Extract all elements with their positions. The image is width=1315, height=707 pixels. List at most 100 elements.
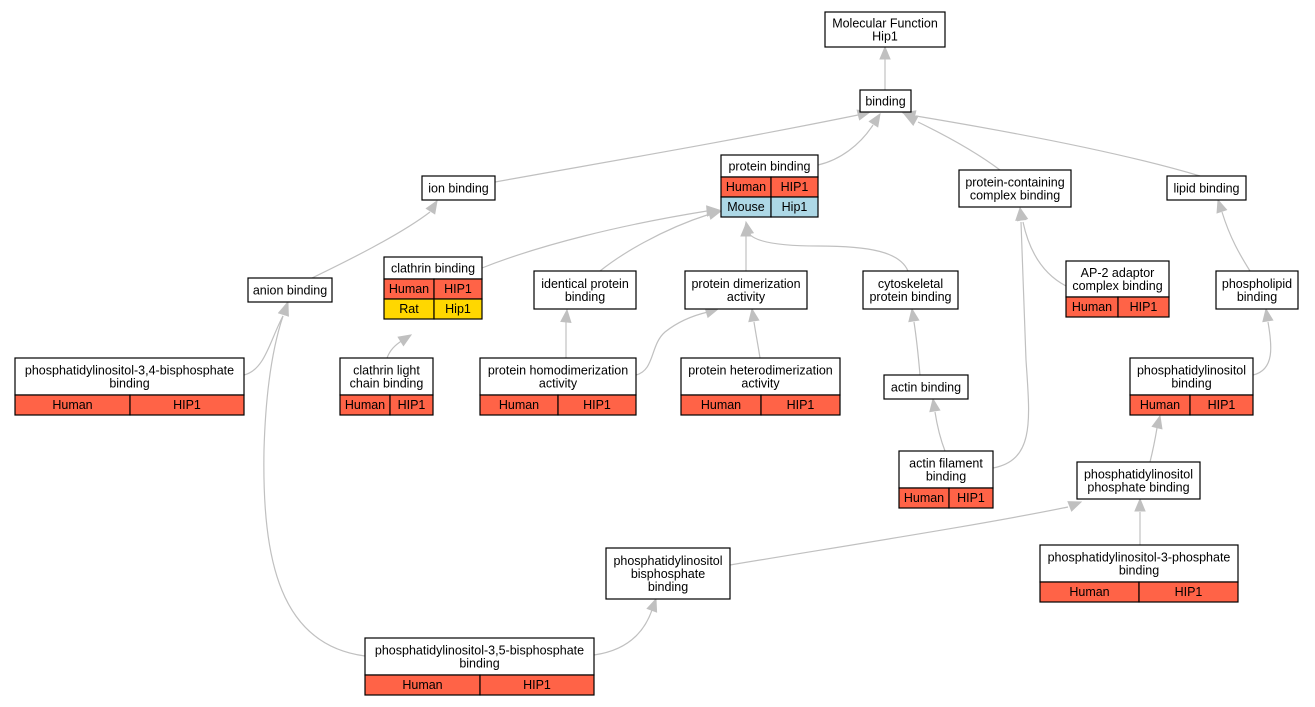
arrowhead: [748, 307, 760, 323]
node-label: phosphatidylinositol-3,5-bisphosphate: [375, 644, 584, 658]
species-label: Human: [1140, 398, 1180, 412]
edge: [817, 124, 874, 166]
edge: [747, 231, 909, 272]
arrowhead: [1262, 307, 1274, 323]
gene-label: HIP1: [398, 398, 426, 412]
node-label: activity: [741, 377, 780, 391]
gene-label: HIP1: [1208, 398, 1236, 412]
species-label: Human: [904, 491, 944, 505]
arrowhead: [879, 45, 891, 60]
node-label: binding: [459, 657, 499, 671]
node-label: complex binding: [1072, 279, 1162, 293]
gene-label: HIP1: [583, 398, 611, 412]
node-box: [883, 374, 969, 400]
node-box: [824, 11, 946, 48]
edge: [481, 210, 708, 269]
gene-label: HIP1: [787, 398, 815, 412]
node-box: [421, 175, 496, 201]
node-label: phosphatidylinositol: [613, 554, 722, 568]
gene-label: HIP1: [523, 678, 551, 692]
edges-layer: [243, 45, 1274, 657]
edge: [915, 115, 1201, 177]
node-label: phosphatidylinositol-3,4-bisphosphate: [25, 364, 234, 378]
node-actin[interactable]: actin binding: [883, 374, 969, 400]
node-label: phosphate binding: [1087, 481, 1189, 495]
node-label: protein heterodimerization: [688, 364, 833, 378]
node-pi3p[interactable]: phosphatidylinositol-3-phosphatebindingH…: [1039, 544, 1239, 603]
node-label: Molecular Function: [832, 17, 938, 31]
node-box: [1166, 175, 1247, 201]
node-binding[interactable]: binding: [859, 89, 912, 113]
edge: [311, 211, 431, 279]
edge: [934, 411, 946, 452]
node-pi34[interactable]: phosphatidylinositol-3,4-bisphosphatebin…: [14, 357, 245, 416]
species-label: Rat: [399, 302, 419, 316]
node-pi35[interactable]: phosphatidylinositol-3,5-bisphosphatebin…: [364, 637, 595, 696]
node-box: [1076, 461, 1201, 500]
node-label: clathrin light: [353, 364, 420, 378]
arrowhead: [1015, 206, 1027, 221]
arrowhead: [277, 301, 289, 317]
edge: [753, 321, 761, 359]
arrowhead: [929, 397, 941, 413]
node-label: bisphosphate: [631, 567, 705, 581]
arrowhead: [868, 112, 881, 128]
node-box: [1039, 544, 1239, 583]
node-label: cytoskeletal: [878, 277, 943, 291]
node-label: activity: [727, 290, 766, 304]
node-label: binding: [1171, 377, 1211, 391]
node-box: [680, 357, 841, 396]
species-label: Human: [1072, 300, 1112, 314]
species-label: Human: [499, 398, 539, 412]
node-label: identical protein: [541, 277, 629, 291]
gene-label: HIP1: [444, 282, 472, 296]
edge: [992, 221, 1030, 469]
node-label: protein homodimerization: [488, 364, 628, 378]
node-label: protein dimerization: [691, 277, 800, 291]
node-lipid[interactable]: lipid binding: [1166, 175, 1247, 201]
arrowhead: [1216, 198, 1228, 214]
edge: [243, 315, 284, 376]
gene-label: HIP1: [957, 491, 985, 505]
arrowhead: [560, 308, 572, 323]
node-label: binding: [648, 580, 688, 594]
gene-label: HIP1: [781, 180, 809, 194]
edge: [494, 114, 859, 183]
node-anion[interactable]: anion binding: [247, 277, 333, 303]
gene-cell: [770, 196, 819, 218]
arrowhead: [707, 208, 723, 220]
edge: [1022, 221, 1067, 287]
arrowhead: [742, 220, 755, 236]
node-ion[interactable]: ion binding: [421, 175, 496, 201]
node-label: chain binding: [350, 377, 424, 391]
edge: [599, 213, 711, 272]
species-label: Human: [701, 398, 741, 412]
gene-cell: [129, 394, 245, 416]
gene-label: HIP1: [1175, 585, 1203, 599]
arrowhead: [397, 334, 413, 347]
edge: [917, 121, 1001, 171]
node-label: binding: [1119, 564, 1159, 578]
gene-label: HIP1: [173, 398, 201, 412]
edge: [1252, 321, 1272, 376]
gene-label: HIP1: [1130, 300, 1158, 314]
arrowhead: [1134, 497, 1146, 512]
gene-cell: [1117, 296, 1170, 318]
